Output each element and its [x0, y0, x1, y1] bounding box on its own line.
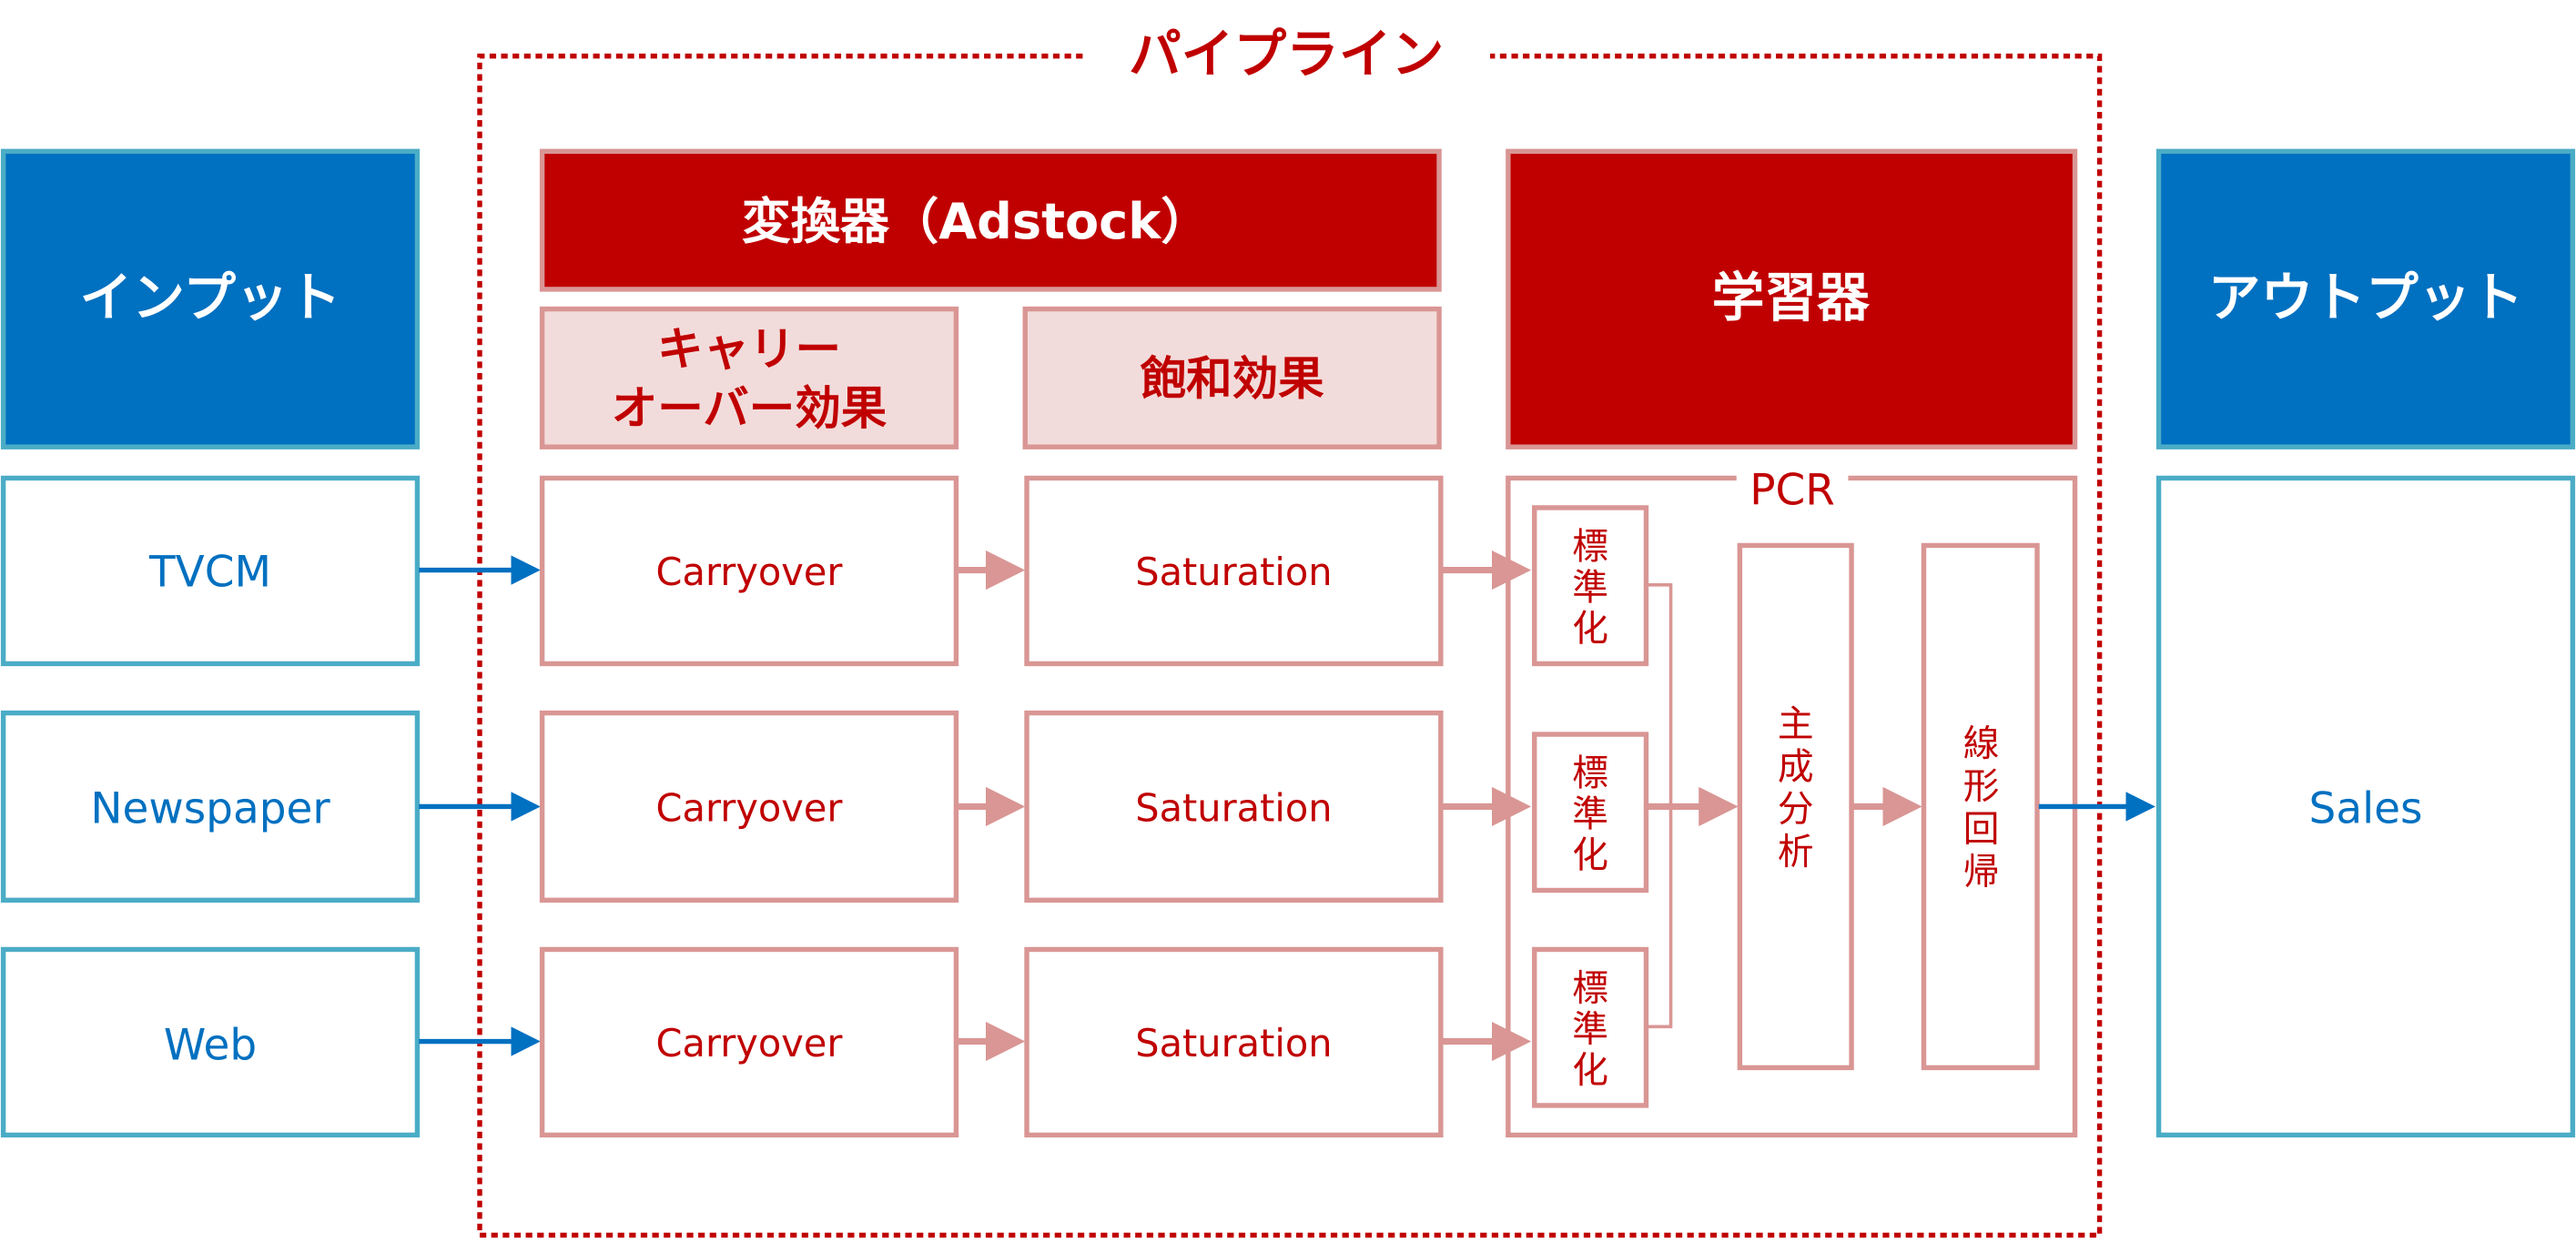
linreg-char: 線: [1963, 722, 2000, 764]
pca-char: 析: [1778, 832, 1814, 873]
output-header-box: [2155, 148, 2576, 449]
standardize-box: [1532, 505, 1649, 667]
input-item-newspaper: Newspaper: [90, 783, 330, 833]
input-header: インプット: [80, 267, 341, 328]
pcr-frame: [1506, 475, 2078, 1138]
carryover-label: Carryover: [656, 550, 844, 594]
standardize-char: 標: [1572, 752, 1608, 794]
pca-block: 主 成 分 析: [1737, 542, 1854, 1071]
input-item-web: Web: [164, 1020, 257, 1070]
input-column: インプット TVCM Newspaper Web: [0, 148, 421, 1138]
linreg-block: 線 形 回 帰: [1921, 542, 2040, 1071]
carryover-box: [539, 710, 959, 904]
carryover-label: Carryover: [656, 786, 844, 831]
pipeline-title: パイプライン: [1129, 24, 1445, 86]
saturation-label: Saturation: [1135, 550, 1332, 594]
saturation-subheader: 飽和効果: [1141, 351, 1325, 405]
carryover-subheader-line2: オーバー効果: [612, 381, 887, 435]
learner-header: 学習器: [1712, 267, 1871, 328]
saturation-label: Saturation: [1135, 1021, 1332, 1065]
pca-char: 主: [1778, 703, 1814, 745]
saturation-box: [1024, 475, 1444, 667]
transformer-header-box: [539, 148, 1442, 292]
carryover-label: Carryover: [656, 1021, 844, 1065]
saturation-subheader-box: [1022, 306, 1442, 449]
output-header: アウトプット: [2208, 267, 2524, 328]
saturation-label: Saturation: [1135, 786, 1332, 831]
pcr-label: PCR: [1749, 465, 1835, 515]
standardize-char: 化: [1572, 1050, 1608, 1092]
standardize-block-2: 標 準 化: [1532, 732, 1649, 894]
standardize-box: [1532, 732, 1649, 894]
pca-box: [1737, 542, 1854, 1071]
standardize-char: 準: [1572, 567, 1608, 609]
input-header-box: [0, 148, 421, 449]
input-arrows: [419, 555, 541, 1056]
linreg-box: [1921, 542, 2040, 1071]
transformer-row-newspaper: Carryover Saturation: [539, 710, 1532, 904]
output-item-sales: Sales: [2309, 783, 2423, 833]
transformer-header: 変換器（Adstock）: [742, 193, 1211, 250]
standardize-char: 準: [1572, 1009, 1608, 1051]
standardize-char: 標: [1572, 526, 1608, 568]
learner-header-box: [1506, 148, 2078, 449]
standardize-block-3: 標 準 化: [1532, 946, 1649, 1108]
transformer-section: 変換器（Adstock） キャリー オーバー効果 飽和効果 Carryover …: [539, 148, 1532, 1138]
standardize-char: 化: [1572, 608, 1608, 650]
linreg-char: 回: [1963, 808, 2000, 850]
carryover-box: [539, 475, 959, 667]
standardize-char: 準: [1572, 793, 1608, 835]
input-item-box-newspaper: [0, 710, 421, 904]
saturation-box: [1024, 710, 1444, 904]
linreg-char: 形: [1963, 765, 2000, 807]
pipeline-frame: パイプライン: [477, 24, 2103, 1238]
standardize-char: 標: [1572, 967, 1608, 1009]
output-column: アウトプット Sales: [2155, 148, 2576, 1138]
pca-char: 分: [1778, 789, 1814, 831]
transformer-row-web: Carryover Saturation: [539, 946, 1532, 1138]
carryover-box: [539, 946, 959, 1138]
carryover-subheader-box: [539, 306, 959, 449]
input-item-tvcm: TVCM: [148, 548, 271, 598]
output-item-box: [2155, 475, 2576, 1138]
standardize-box: [1532, 946, 1649, 1108]
standardize-block-1: 標 準 化: [1532, 505, 1649, 667]
input-item-box-web: [0, 946, 421, 1138]
input-item-box-tvcm: [0, 475, 421, 667]
standardize-char: 化: [1572, 834, 1608, 876]
linreg-char: 帰: [1963, 851, 2000, 893]
carryover-subheader-line1: キャリー: [657, 322, 841, 376]
pca-char: 成: [1778, 746, 1814, 788]
learner-section: 学習器 PCR 標 準 化 標 準 化 標 準 化 主 成: [1506, 148, 2078, 1138]
transformer-row-tvcm: Carryover Saturation: [539, 475, 1532, 667]
saturation-box: [1024, 946, 1444, 1138]
